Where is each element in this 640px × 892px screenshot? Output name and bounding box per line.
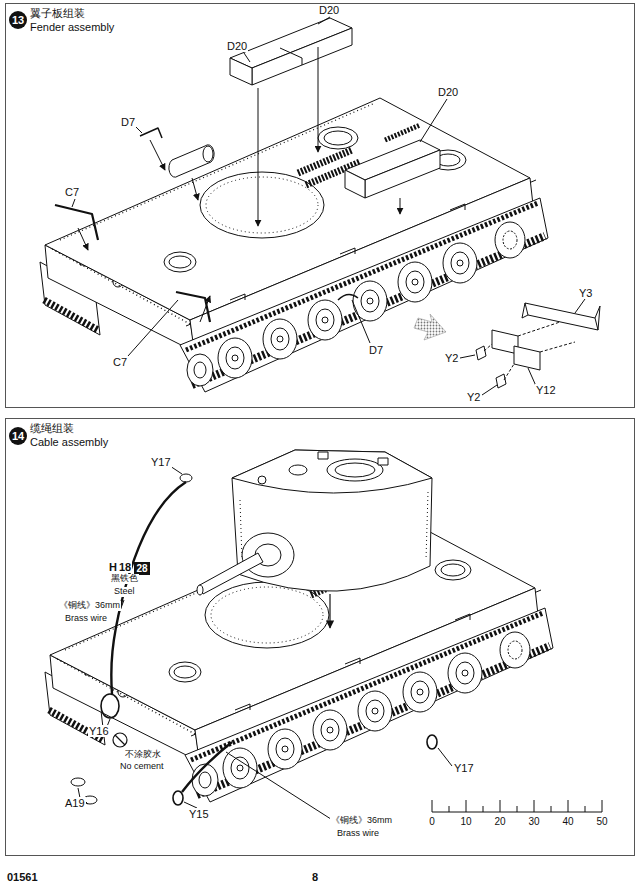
step-panel: 缆绳组装 Cable assembly 14 28 — [5, 418, 635, 856]
part-number: Y16 — [88, 725, 110, 737]
wire-note: 《铜线》36mm — [330, 816, 393, 826]
part-number: D20 — [318, 4, 340, 16]
step-number-text: 13 — [12, 14, 24, 26]
step-number-text: 14 — [12, 430, 24, 442]
page-footer: 8 — [311, 871, 319, 883]
step-heading: 翼子板组装 — [30, 7, 85, 19]
part-number: C7 — [112, 356, 128, 368]
part-number: Y3 — [578, 287, 593, 299]
part-number: Y2 — [466, 391, 481, 403]
cement-note: 不涂胶水 — [124, 750, 162, 760]
scale-number: 40 — [561, 816, 574, 827]
part-number: Y12 — [535, 384, 557, 396]
part-number: Y15 — [188, 808, 210, 820]
page-footer: 01561 — [6, 871, 39, 883]
wire-note: Brass wire — [64, 614, 108, 624]
scale-number: 20 — [493, 816, 506, 827]
step-heading: 缆绳组装 — [30, 422, 74, 434]
part-number: D7 — [120, 116, 136, 128]
part-number: D7 — [368, 344, 384, 356]
cement-note: No cement — [119, 762, 165, 772]
paint-code-text: 28 — [136, 563, 147, 574]
scale-number: 10 — [459, 816, 472, 827]
part-number: D20 — [226, 40, 248, 52]
scale-number: 0 — [428, 816, 436, 827]
scale-number: 50 — [595, 816, 608, 827]
wire-note: Brass wire — [336, 829, 380, 839]
color-name: Steel — [113, 587, 136, 597]
step-number: 14 — [9, 427, 27, 445]
part-number: A19 — [64, 797, 86, 809]
part-number: D20 — [437, 86, 459, 98]
paint-code-letter: H — [108, 561, 118, 573]
step-heading: Cable assembly — [30, 436, 108, 448]
part-number: Y2 — [444, 352, 459, 364]
paint-number: 18 — [118, 561, 132, 573]
step-heading: Fender assembly — [30, 21, 114, 33]
color-name: 黑铁色 — [110, 574, 139, 584]
wire-note: 《铜线》36mm — [58, 601, 121, 611]
part-number: C7 — [64, 186, 80, 198]
step-panel: 翼子板组装 Fender assembly 13 — [5, 3, 635, 408]
part-number: Y17 — [150, 456, 172, 468]
scale-number: 30 — [527, 816, 540, 827]
part-number: Y17 — [453, 762, 475, 774]
step-number: 13 — [9, 11, 27, 29]
